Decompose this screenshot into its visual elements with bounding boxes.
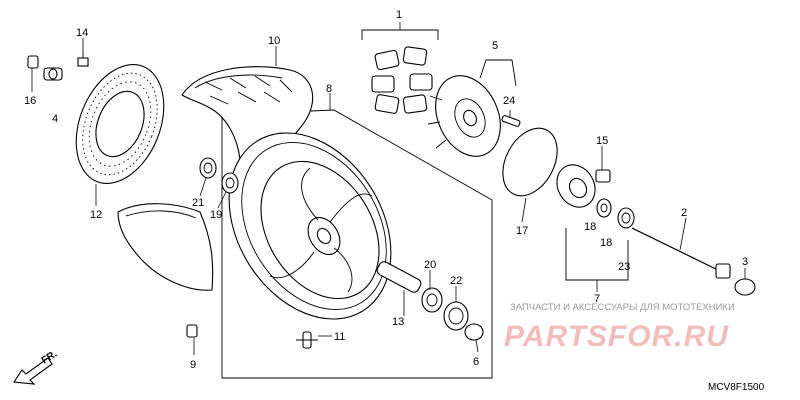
wheel-bearing-right — [421, 287, 443, 313]
wheel-damper-rubbers — [371, 46, 433, 114]
part-label-20: 20 — [424, 259, 436, 271]
part-label-1: 1 — [396, 9, 402, 21]
assembly-brackets — [219, 22, 629, 379]
side-collar — [464, 323, 484, 341]
oil-seal-right — [443, 301, 469, 331]
part-label-23: 23 — [618, 261, 630, 273]
brake-disc — [75, 64, 165, 184]
diagram-code: MCV8F1500 — [708, 382, 765, 393]
wheel-bearing-left — [199, 157, 217, 179]
part-label-2: 2 — [681, 207, 687, 219]
part-label-22: 22 — [450, 275, 462, 287]
part-label-14: 14 — [76, 27, 88, 39]
part-label-18a: 18 — [584, 221, 596, 233]
rear-axle — [631, 227, 731, 279]
axle-nut — [595, 169, 611, 183]
front-direction-arrow: FR. — [13, 349, 59, 385]
part-label-17: 17 — [516, 225, 528, 237]
part-label-18b: 18 — [600, 237, 612, 249]
retaining-ring — [502, 127, 558, 197]
part-label-6: 6 — [473, 356, 479, 368]
rear-wheel-rim — [228, 132, 392, 320]
part-label-10: 10 — [268, 35, 280, 47]
part-label-9: 9 — [190, 359, 196, 371]
watermark: ЗАПЧАСТИ И АКСЕССУАРЫ ДЛЯ МОТОТЕХНИКИ PA… — [504, 302, 735, 353]
part-label-15: 15 — [596, 135, 608, 147]
dust-seal-left — [221, 172, 239, 194]
part-label-13: 13 — [392, 316, 404, 328]
flange-seal — [617, 207, 635, 229]
flange-stud — [501, 115, 521, 127]
part-label-5: 5 — [492, 40, 498, 52]
part-label-8: 8 — [326, 83, 332, 95]
disc-bolt — [27, 55, 63, 81]
distance-collar — [376, 261, 422, 293]
watermark-logo: PARTSFOR.RU — [504, 320, 729, 353]
part-label-11: 11 — [334, 331, 345, 343]
balance-weight-bolt — [296, 331, 318, 349]
part-label-12: 12 — [90, 209, 102, 221]
part-label-3: 3 — [742, 256, 748, 268]
part-label-4: 4 — [52, 113, 58, 125]
tire-valve — [186, 324, 198, 338]
disc-nut — [77, 50, 89, 67]
part-label-19: 19 — [210, 209, 222, 221]
leader-lines — [31, 38, 746, 355]
axle-cap — [734, 278, 756, 296]
part-label-21: 21 — [192, 197, 204, 209]
part-labels: 1 2 3 4 5 6 7 8 9 10 11 12 13 14 15 16 1… — [24, 9, 748, 371]
final-driven-flange — [427, 75, 501, 157]
side-collar-flange — [556, 164, 596, 208]
part-label-16: 16 — [24, 95, 36, 107]
part-label-24: 24 — [503, 95, 515, 107]
part-label-7: 7 — [594, 293, 600, 305]
flange-bearing — [596, 198, 612, 218]
watermark-tagline: ЗАПЧАСТИ И АКСЕССУАРЫ ДЛЯ МОТОТЕХНИКИ — [510, 302, 735, 313]
